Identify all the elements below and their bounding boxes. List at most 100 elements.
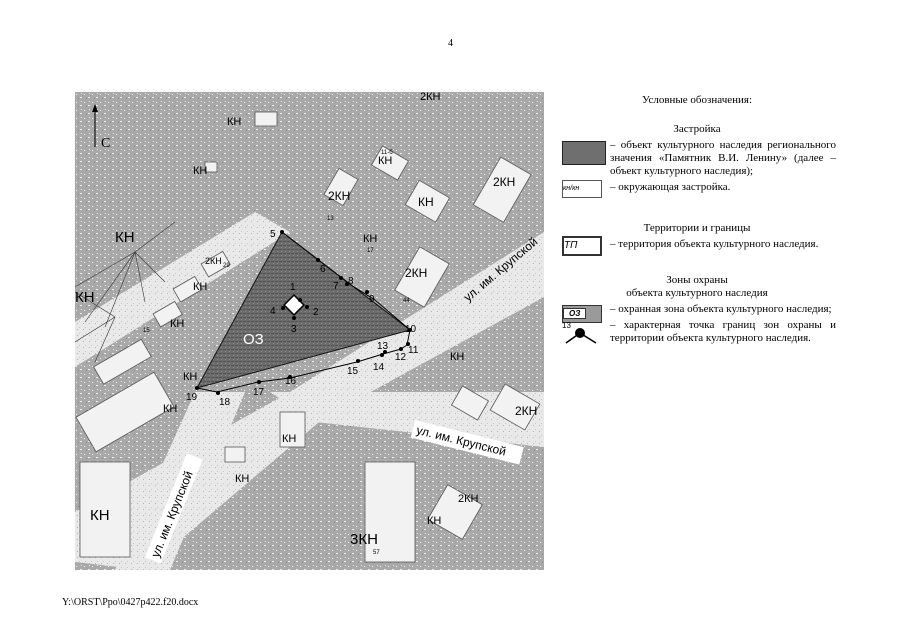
building-label-2kn-3: 2КН xyxy=(493,175,515,189)
protect-zone-swatch-label: ОЗ xyxy=(563,308,587,319)
point-marker-5 xyxy=(280,230,284,234)
building-label-kn-13: КН xyxy=(282,433,296,445)
building-label-3kn: 3КН xyxy=(350,531,378,548)
building-label-2kn-2: 2КН xyxy=(328,189,350,203)
house-number-17: 17 xyxy=(367,248,374,254)
point-marker-3 xyxy=(292,316,296,320)
building-label-2kn-5: 2КН xyxy=(515,404,537,418)
building-label-kn-15: КН xyxy=(427,515,441,527)
north-label: С xyxy=(101,136,110,151)
point-label-10: 10 xyxy=(405,324,417,335)
surrounding-building-swatch: кн/кн xyxy=(562,180,602,198)
territory-swatch: ТП xyxy=(562,236,602,256)
building-label-kn-5: КН xyxy=(193,281,207,293)
legend-item-protect-zone: ОЗ – охранная зона объекта культурного н… xyxy=(558,303,836,323)
point-marker-16 xyxy=(288,375,292,379)
point-label-16: 16 xyxy=(285,376,297,387)
legend-item-point-text: – характерная точка границ зон охраны и … xyxy=(610,319,836,344)
house-number-29: 29 xyxy=(223,263,230,269)
point-label-14: 14 xyxy=(373,362,385,373)
map: С ОЗ ул. им. Крупской ул. им. Крупской у… xyxy=(75,92,544,570)
house-number-15: 15 xyxy=(143,328,150,334)
building-label-2kn-7: 2КН xyxy=(205,256,222,266)
point-marker-9 xyxy=(365,290,369,294)
legend-section-territories: Территории и границы xyxy=(643,222,751,234)
legend-title: Условные обозначения: xyxy=(641,94,753,106)
page-number: 4 xyxy=(448,38,453,49)
point-marker-6 xyxy=(316,258,320,262)
point-label-7: 7 xyxy=(333,281,339,292)
heritage-object-swatch xyxy=(562,141,606,165)
characteristic-point-icon-label: 13 xyxy=(562,321,571,330)
building-label-kn-14: КН xyxy=(235,473,249,485)
point-label-5: 5 xyxy=(270,229,276,240)
point-marker-11 xyxy=(406,342,410,346)
building-label-2kn-6: 2КН xyxy=(458,493,479,505)
legend-item-heritage-text: – объект культурного наследия региональн… xyxy=(610,139,836,177)
point-marker-1 xyxy=(298,298,302,302)
legend-section-zones-1: Зоны охраны xyxy=(666,274,728,286)
building-label-kn-2: КН xyxy=(193,165,207,177)
point-label-18: 18 xyxy=(219,397,231,408)
building-label-kn-12: КН xyxy=(450,351,464,363)
house-number-11b: 11-б xyxy=(381,150,393,156)
point-label-19: 19 xyxy=(186,392,198,403)
point-label-4: 4 xyxy=(270,306,276,317)
legend-item-protect-zone-text: – охранная зона объекта культурного насл… xyxy=(610,303,832,315)
point-label-13: 13 xyxy=(377,341,389,352)
building-label-kn-large: КН xyxy=(90,507,110,524)
building-label-kn-1: КН xyxy=(227,116,241,128)
point-label-11: 11 xyxy=(408,345,419,356)
legend: Условные обозначения: Застройка – объект… xyxy=(558,92,836,345)
point-marker-7 xyxy=(339,276,343,280)
building-label-2kn-1: 2КН xyxy=(420,92,441,103)
point-label-12: 12 xyxy=(395,352,407,363)
point-marker-8 xyxy=(345,282,349,286)
legend-item-territory: ТП – территория объекта культурного насл… xyxy=(558,236,836,256)
legend-item-point: 13 – характерная точка границ зон охраны… xyxy=(558,319,836,345)
protect-zone-swatch: ОЗ xyxy=(562,305,602,323)
legend-section-buildings: Застройка xyxy=(673,123,721,135)
footer-file-path: Y:\ORST\Ppo\0427p422.f20.docx xyxy=(62,597,199,608)
point-label-9: 9 xyxy=(369,294,375,305)
point-label-2: 2 xyxy=(313,307,319,318)
point-label-15: 15 xyxy=(347,366,359,377)
legend-item-heritage: – объект культурного наследия региональн… xyxy=(558,139,836,178)
building-label-kn-10: КН xyxy=(418,195,434,209)
legend-item-territory-text: – территория объекта культурного наследи… xyxy=(610,238,819,250)
point-marker-18 xyxy=(216,391,220,395)
building-label-kn-4: КН xyxy=(75,289,95,306)
utility-lines xyxy=(75,221,176,363)
point-marker-14 xyxy=(380,353,384,357)
building-label-kn-11: КН xyxy=(363,233,377,245)
building-label-kn-3: КН xyxy=(115,229,135,246)
point-marker-17 xyxy=(257,380,261,384)
point-label-1: 1 xyxy=(290,282,296,293)
legend-section-zones-2: объекта культурного наследия xyxy=(626,287,768,299)
building-label-kn-7: КН xyxy=(183,371,197,383)
point-marker-4 xyxy=(281,306,285,310)
point-label-8: 8 xyxy=(348,276,354,287)
characteristic-point-icon: 13 xyxy=(562,321,597,344)
characteristic-points: 1 2 3 4 5 6 7 8 9 10 11 12 13 14 15 16 1… xyxy=(186,229,419,408)
building-label-2kn-4: 2КН xyxy=(405,266,427,280)
zone-label: ОЗ xyxy=(243,331,264,348)
house-number-57: 57 xyxy=(373,550,380,556)
point-marker-15 xyxy=(356,359,360,363)
buildings xyxy=(75,111,541,563)
point-label-17: 17 xyxy=(253,387,265,398)
point-marker-10 xyxy=(408,328,412,332)
point-marker-19 xyxy=(195,386,199,390)
legend-item-surrounding-text: – окружающая застройка. xyxy=(610,181,731,193)
house-number-44: 44 xyxy=(403,298,410,304)
legend-item-surrounding: кн/кн – окружающая застройка. xyxy=(558,180,836,198)
house-number-13: 13 xyxy=(327,216,334,222)
point-marker-12 xyxy=(399,347,403,351)
building-label-kn-8: КН xyxy=(163,403,177,415)
building-label-kn-9: КН xyxy=(378,155,392,167)
point-marker-13 xyxy=(383,350,387,354)
protection-zone-boundary xyxy=(196,231,411,393)
building-label-kn-6: КН xyxy=(170,318,184,330)
point-marker-2 xyxy=(305,305,309,309)
point-label-6: 6 xyxy=(320,264,326,275)
